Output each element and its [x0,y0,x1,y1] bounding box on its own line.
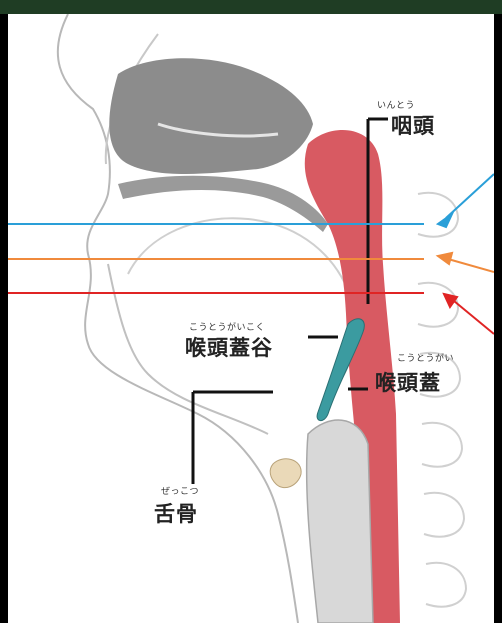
arrow-orange [438,253,494,272]
pharynx-label: 咽頭 [391,110,435,140]
arrow-red [444,294,494,334]
hyoid-bone [270,459,301,488]
top-bar [0,0,502,14]
vallecula-label: 喉頭蓋谷 [185,332,273,362]
epiglottis-ruby: こうとうがい [397,351,454,364]
hyoid-ruby: ぜっこつ [161,484,199,497]
hyoid-label: 舌骨 [154,498,198,528]
nasal-cavity [109,58,313,174]
diagram-artwork [8,14,494,623]
epiglottis-label: 喉頭蓋 [375,367,441,397]
anatomy-diagram: いんとう 咽頭 こうとうがいこく 喉頭蓋谷 こうとうがい 喉頭蓋 ぜっこつ 舌骨 [8,14,494,623]
larynx-region [307,420,373,623]
arrow-blue [438,174,494,227]
